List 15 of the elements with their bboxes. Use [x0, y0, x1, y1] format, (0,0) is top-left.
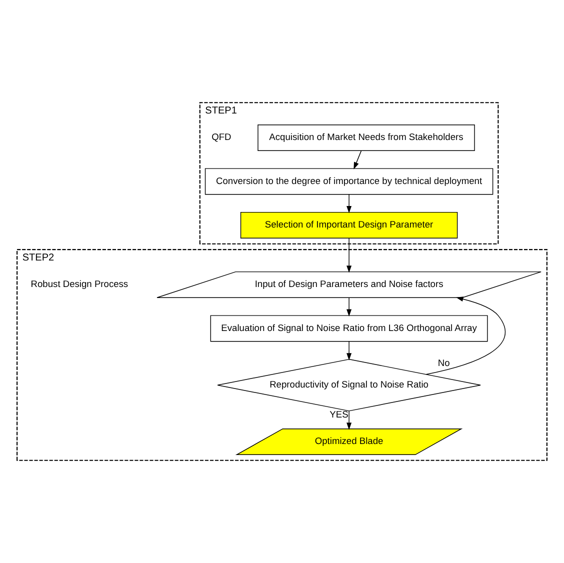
edge-label: No: [438, 358, 450, 368]
node-box: Conversion to the degree of importance by technical deployment: [204, 168, 494, 195]
arrow: [346, 238, 352, 273]
node-box: Evaluation of Signal to Noise Ratio from L36 Orthogonal Array: [210, 315, 488, 342]
node-box: Selection of Important Design Parameter: [240, 212, 458, 238]
label: Robust Design Process: [30, 279, 128, 290]
arrow: [354, 150, 362, 170]
arrow: [346, 297, 352, 316]
label: QFD: [212, 132, 232, 142]
arrow: [346, 194, 352, 214]
arrow: [346, 341, 352, 360]
node-box: Acquisition of Market Needs from Stakeholders: [258, 124, 475, 151]
arrow: [426, 296, 506, 375]
arrow: [346, 410, 352, 430]
edge-label: YES: [330, 409, 348, 420]
